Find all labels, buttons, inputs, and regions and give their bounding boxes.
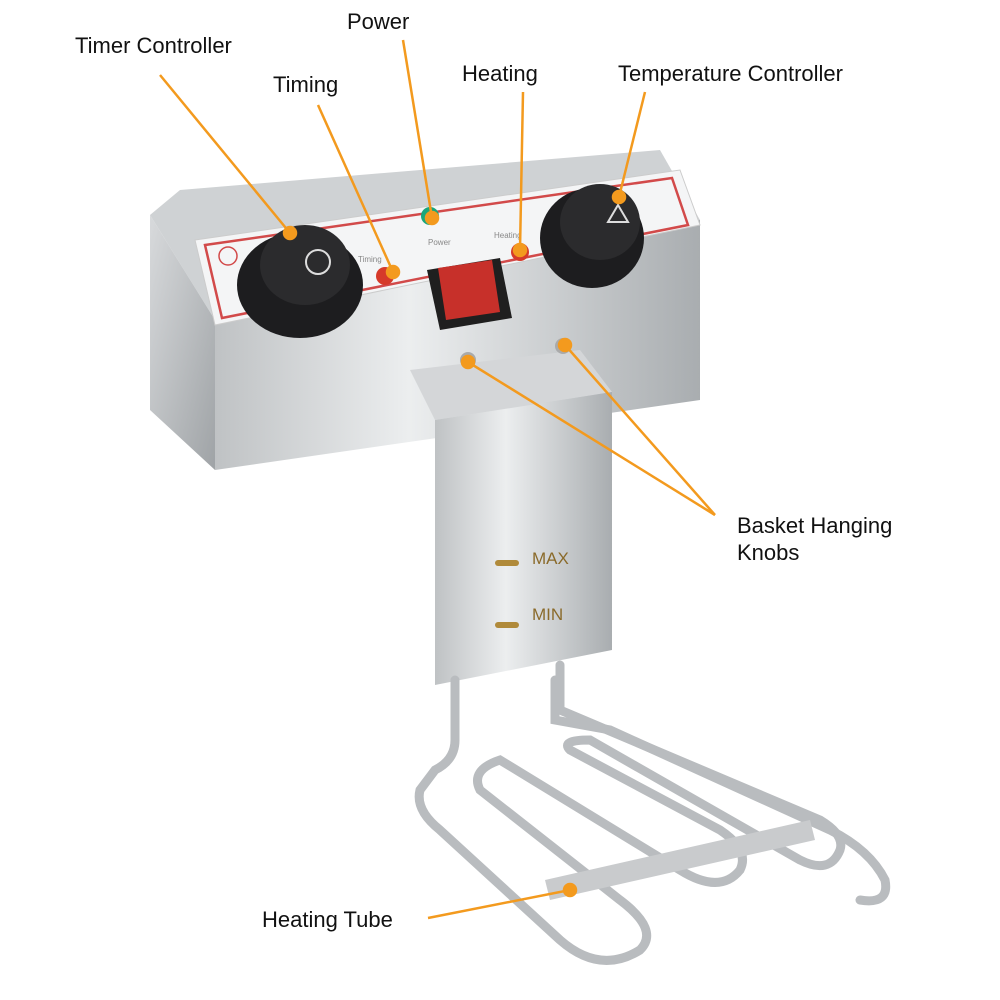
- panel-border: [203, 176, 690, 320]
- power-switch[interactable]: [427, 258, 512, 330]
- clock-icon: [218, 246, 238, 266]
- max-mark: MAX: [532, 549, 569, 568]
- label-heating: Heating: [462, 61, 538, 86]
- label-temperature-controller: Temperature Controller: [618, 61, 843, 86]
- label-timing: Timing: [273, 72, 339, 97]
- label-heating-tube: Heating Tube: [262, 907, 393, 932]
- min-mark: MIN: [532, 605, 563, 624]
- timer-knob[interactable]: [237, 225, 363, 338]
- tube-bracket: [545, 820, 815, 900]
- label-timer-controller: Timer Controller: [75, 33, 232, 58]
- panel-timing-text: Timing: [358, 255, 382, 264]
- heating-element-plate: MAX MIN: [410, 338, 612, 685]
- panel-power-text: Power: [428, 238, 451, 247]
- label-basket-hanging-knobs-line2: Knobs: [737, 540, 800, 565]
- heating-tube: [414, 660, 891, 965]
- panel-heating-text: Heating: [494, 231, 522, 240]
- label-basket-hanging-knobs-line1: Basket Hanging: [737, 513, 893, 538]
- callout-lines: [159, 39, 716, 920]
- label-power: Power: [347, 9, 410, 34]
